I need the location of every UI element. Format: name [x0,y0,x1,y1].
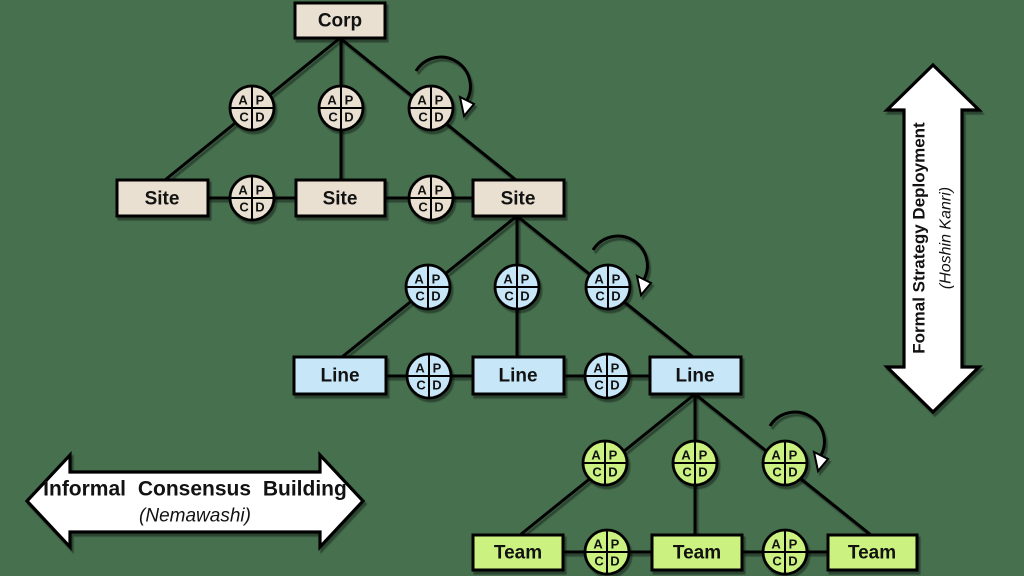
rotation-arrows [414,55,830,474]
pdca-circle [584,263,632,311]
team-box-2 [650,533,744,572]
rotation-arrowhead-icon [458,95,476,119]
pdca-circle [228,84,276,132]
informal-consensus-arrow: Informal Consensus Building (Nemawashi) [24,450,366,552]
site-label-3: Site [501,189,536,210]
pdca-circle [407,84,455,132]
team-label-3: Team [848,543,896,564]
pdca-circle [583,352,631,400]
horizontal-double-arrow [24,450,366,552]
line-box-3 [648,355,743,396]
pdca-circle [761,528,809,576]
informal-arrow-title: Informal Consensus Building [43,478,347,501]
line-label-2: Line [498,366,537,387]
pdca-circle [404,263,452,311]
formal-arrow-subtitle: (Hoshin Kanri) [938,187,955,289]
site-label-1: Site [145,189,180,210]
pdca-circle [228,174,276,222]
vertical-double-arrow [883,62,983,415]
pdca-circle [761,439,809,487]
line-box-1 [292,355,388,396]
pdca-circle [317,84,365,132]
line-label-3: Line [675,366,714,387]
formal-arrow-title: Formal Strategy Deployment [910,122,929,354]
informal-arrow-subtitle: (Nemawashi) [139,506,251,527]
rotation-arrow-icon [414,55,472,103]
site-box-2 [294,178,387,218]
pdca-circle [581,439,629,487]
rotation-arrowhead-icon [635,274,653,298]
line-label-1: Line [320,366,359,387]
site-label-2: Site [323,189,358,210]
corp-box [293,1,387,40]
pdca-circle [671,439,719,487]
team-box-1 [471,533,565,572]
rotation-arrow-icon [591,234,649,282]
rotation-arrowhead-icon [812,450,830,474]
formal-strategy-arrow: Formal Strategy Deployment (Hoshin Kanri… [883,62,983,415]
pdca-circle [583,528,631,576]
pdca-circle [405,352,453,400]
site-box-3 [471,178,566,218]
team-box-3 [826,533,919,572]
rotation-arrow-icon [768,410,826,458]
line-box-2 [471,355,566,396]
corp-label: Corp [318,11,362,32]
pdca-circle [407,174,455,222]
team-label-2: Team [673,543,721,564]
team-label-1: Team [494,543,542,564]
org-boxes: Corp Site Site Site Line Line Line Team … [115,1,919,572]
site-box-1 [115,178,210,218]
pdca-circle [493,263,541,311]
